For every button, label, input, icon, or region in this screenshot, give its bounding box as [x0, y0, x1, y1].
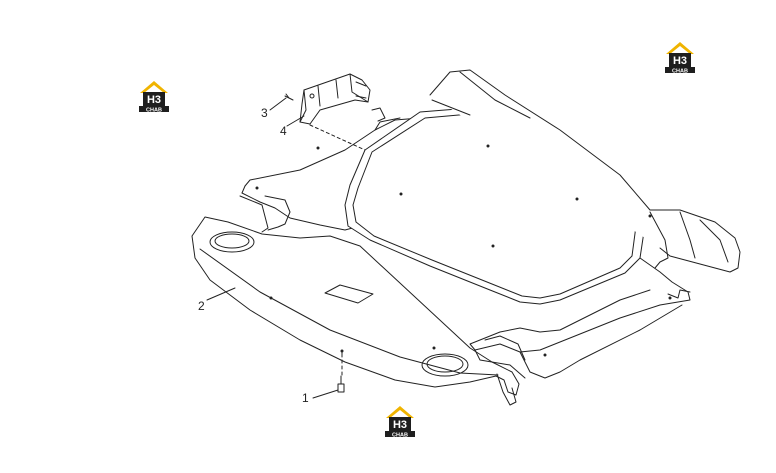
callout-2: 2: [198, 299, 205, 313]
callout-1: 1: [302, 391, 309, 405]
h3-chab-logo-icon: H3 CHAB: [382, 404, 418, 438]
callout-4: 4: [280, 124, 287, 138]
bolt-3: [284, 93, 294, 101]
svg-text:H3: H3: [393, 419, 407, 431]
h3-chab-logo-icon: H3 CHAB: [662, 40, 698, 74]
skid-plate: [191, 216, 520, 406]
svg-text:H3: H3: [673, 55, 687, 67]
main-body: [239, 69, 741, 379]
svg-text:H3: H3: [147, 94, 161, 106]
callout-3: 3: [261, 106, 268, 120]
bolt-1: [337, 349, 345, 393]
bracket: [299, 73, 371, 125]
svg-text:CHAB: CHAB: [672, 69, 688, 75]
svg-text:CHAB: CHAB: [392, 433, 408, 439]
svg-text:CHAB: CHAB: [146, 108, 162, 114]
h3-chab-logo-icon: H3 CHAB: [136, 79, 172, 113]
